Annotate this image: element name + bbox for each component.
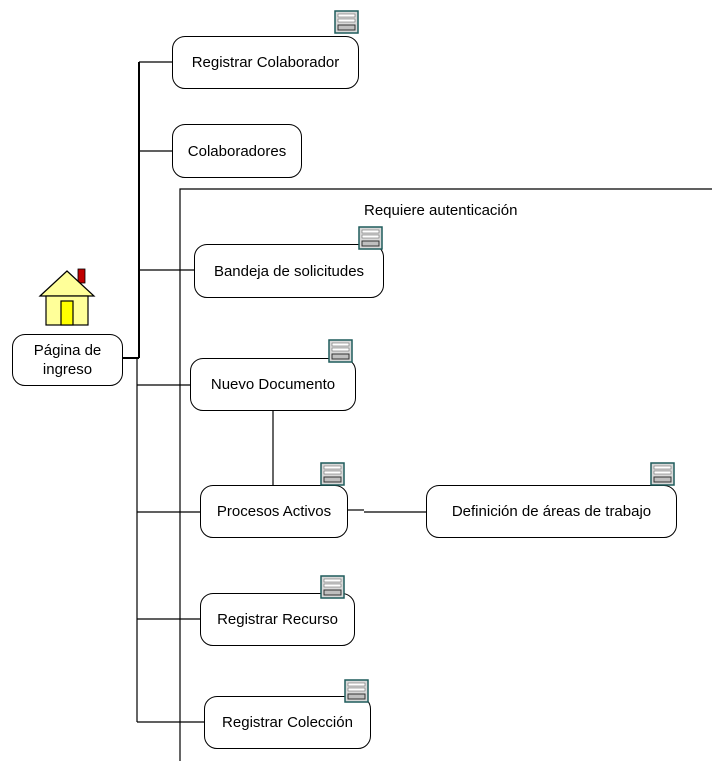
auth-region-label: Requiere autenticación [364, 202, 518, 219]
home-node[interactable]: Página de ingreso [12, 334, 123, 386]
node-registrar-coleccion[interactable]: Registrar Colección [204, 696, 371, 749]
page-form-icon [650, 462, 675, 486]
page-form-icon [320, 462, 345, 486]
node-nuevo-documento[interactable]: Nuevo Documento [190, 358, 356, 411]
node-colaboradores[interactable]: Colaboradores [172, 124, 302, 178]
node-registrar-recurso[interactable]: Registrar Recurso [200, 593, 355, 646]
page-form-icon [344, 679, 369, 703]
page-form-icon [328, 339, 353, 363]
auth-region-border [179, 188, 712, 761]
node-registrar-colaborador[interactable]: Registrar Colaborador [172, 36, 359, 89]
node-label: Registrar Colección [222, 714, 353, 731]
node-label: Nuevo Documento [210, 376, 336, 393]
page-form-icon [320, 575, 345, 599]
node-label: Definición de áreas de trabajo [451, 503, 652, 520]
home-label: Página de ingreso [33, 342, 102, 378]
house-icon [38, 268, 96, 326]
node-label: Colaboradores [187, 142, 287, 160]
node-label: Bandeja de solicitudes [213, 262, 365, 280]
node-label: Registrar Recurso [217, 611, 338, 628]
node-definicion-areas[interactable]: Definición de áreas de trabajo [426, 485, 677, 538]
page-form-icon [334, 10, 359, 34]
node-label: Registrar Colaborador [191, 54, 340, 71]
page-form-icon [358, 226, 383, 250]
node-bandeja-solicitudes[interactable]: Bandeja de solicitudes [194, 244, 384, 298]
node-procesos-activos[interactable]: Procesos Activos [200, 485, 348, 538]
node-label: Procesos Activos [216, 503, 332, 520]
